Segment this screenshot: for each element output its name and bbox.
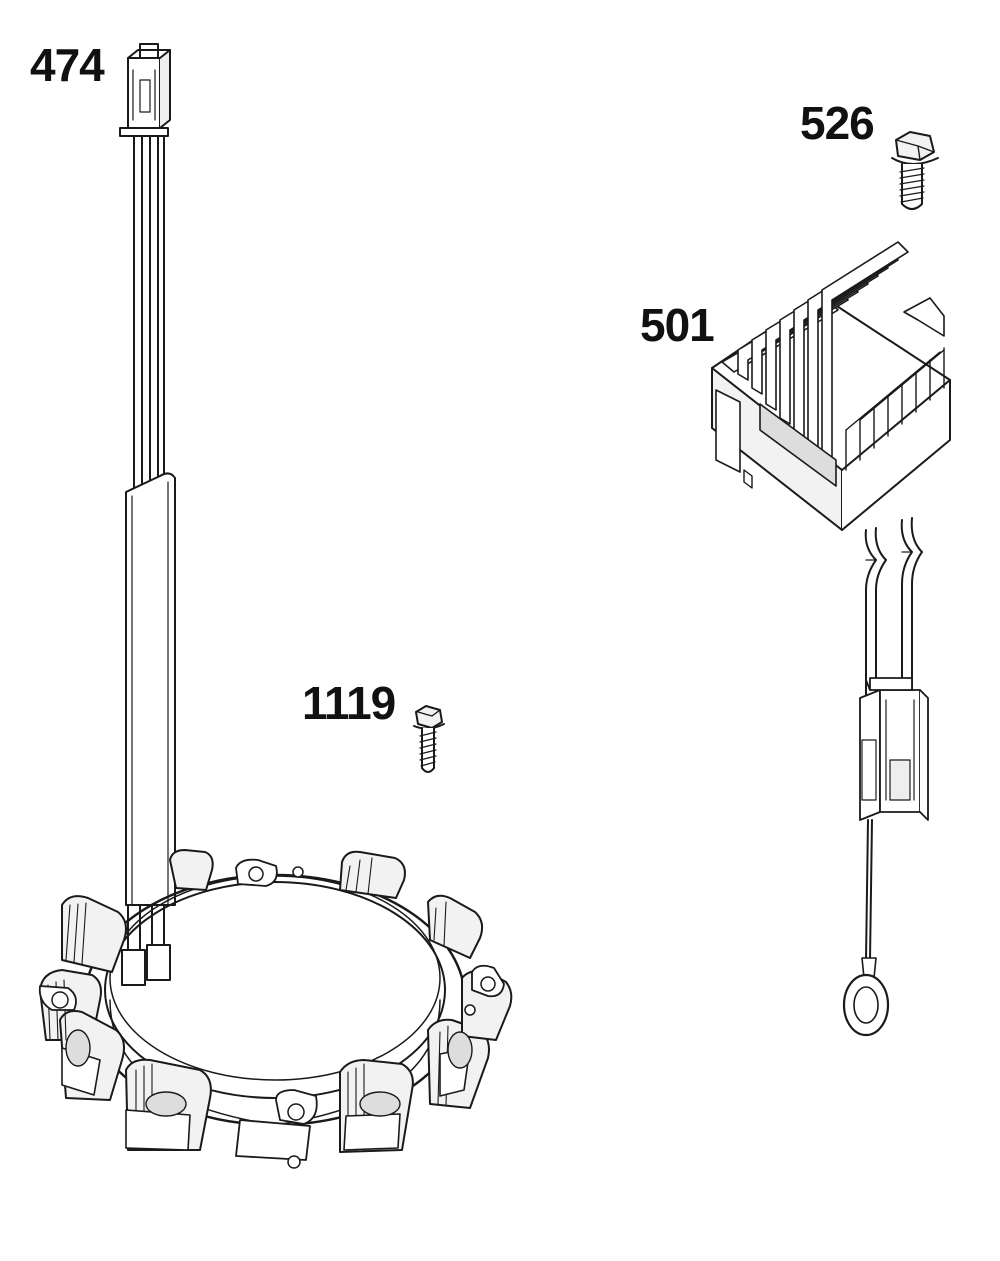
part-label-1119: 1119: [302, 677, 396, 729]
part-label-526: 526: [800, 97, 875, 149]
screw-526-icon: [891, 131, 939, 210]
part-label-501: 501: [640, 299, 715, 351]
stator-harness-icon: [38, 43, 513, 1169]
screw-1119-icon: [413, 705, 445, 773]
harness-connector-icon: [119, 43, 171, 137]
regulator-rectifier-icon: [711, 241, 951, 1037]
part-label-474: 474: [30, 39, 105, 91]
